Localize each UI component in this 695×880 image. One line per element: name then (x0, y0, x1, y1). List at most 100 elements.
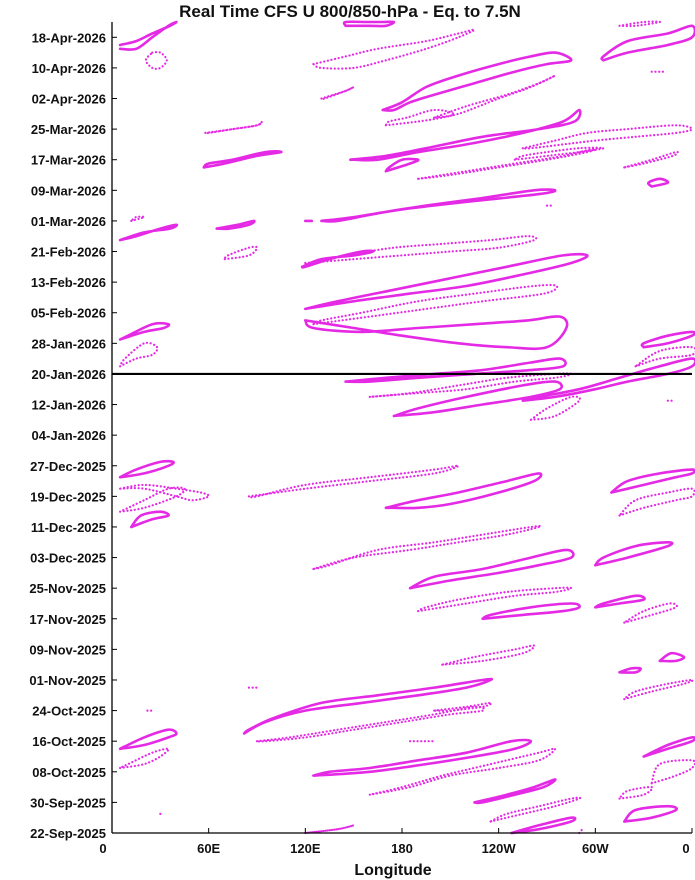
contour-negative-15 (621, 150, 679, 169)
x-axis: 0 60E 120E 180 120W 60W 0 (99, 828, 693, 856)
x-tick-label: 180 (391, 841, 413, 856)
contour-positive-0 (118, 20, 178, 51)
contour-positive-66 (118, 728, 178, 751)
contour-positive-23 (118, 223, 179, 242)
contour-negative-1 (144, 50, 168, 70)
contour-positive-68 (312, 738, 533, 777)
contour-positive-32 (118, 321, 171, 341)
contour-positive-17 (384, 157, 420, 173)
y-tick-label: 09-Nov-2025 (29, 642, 106, 657)
y-tick-label: 21-Feb-2026 (31, 245, 106, 260)
contour-positive-59 (618, 666, 642, 674)
y-tick-label: 17-Mar-2026 (31, 153, 106, 168)
contour-positive-2 (342, 20, 396, 28)
y-tick-label: 03-Dec-2025 (30, 551, 106, 566)
x-tick-label: 0 (682, 841, 689, 856)
y-tick-label: 13-Feb-2026 (31, 275, 106, 290)
contour-negative-22 (130, 215, 146, 222)
contour-positive-45 (130, 510, 170, 529)
y-tick-label: 12-Jan-2026 (32, 398, 106, 413)
contour-negative-11 (204, 120, 263, 135)
y-tick-label: 20-Jan-2026 (32, 367, 106, 382)
chart-title: Real Time CFS U 800/850-hPa - Eq. to 7.5… (179, 2, 521, 21)
contour-positive-73 (510, 816, 577, 835)
contour-negative-57 (441, 644, 536, 666)
contour-negative-7 (433, 74, 557, 119)
contour-negative-18 (417, 147, 599, 180)
contour-positive-48 (610, 468, 695, 494)
contour-negative-75 (618, 785, 654, 800)
y-axis: 18-Apr-2026 10-Apr-2026 02-Apr-2026 25-Mar-… (29, 30, 117, 841)
contour-positive-24 (215, 219, 256, 231)
contour-positive-31 (304, 315, 569, 351)
y-tick-label: 22-Sep-2025 (30, 826, 106, 841)
contour-positive-74 (623, 804, 679, 823)
contour-negative-13 (521, 124, 694, 150)
y-tick-label: 25-Mar-2026 (31, 122, 106, 137)
y-tick-label: 04-Jan-2026 (32, 428, 106, 443)
contour-negative-72 (489, 796, 582, 823)
y-tick-label: 02-Apr-2026 (32, 92, 106, 107)
y-tick-label: 27-Dec-2025 (30, 459, 106, 474)
contour-positive-35 (521, 357, 695, 402)
contour-layer (118, 20, 695, 835)
contour-positive-47 (384, 472, 543, 510)
contour-negative-69 (368, 747, 557, 796)
contour-negative-53 (417, 586, 573, 613)
x-tick-label: 0 (99, 841, 106, 856)
contour-positive-51 (408, 548, 575, 590)
contour-negative-60 (623, 678, 694, 701)
contour-negative-28 (303, 235, 538, 265)
contour-negative-30 (312, 283, 559, 326)
y-tick-label: 18-Apr-2026 (32, 30, 106, 45)
y-tick-label: 19-Dec-2025 (30, 489, 106, 504)
contour-positive-4 (381, 51, 573, 112)
plot-frame (111, 22, 692, 834)
contour-positive-34 (640, 330, 695, 349)
y-tick-label: 17-Nov-2025 (29, 612, 106, 627)
contour-negative-43 (119, 483, 211, 502)
contour-positive-39 (392, 380, 564, 418)
x-tick-label: 60W (582, 841, 609, 856)
contour-positive-52 (594, 541, 674, 567)
x-axis-label: Longitude (354, 862, 431, 879)
contour-positive-29 (304, 252, 589, 311)
contour-negative-5 (384, 108, 455, 127)
contour-negative-49 (618, 487, 695, 517)
y-tick-label: 01-Mar-2026 (31, 214, 106, 229)
contour-positive-19 (646, 177, 670, 188)
y-tick-label: 24-Oct-2025 (32, 704, 106, 719)
y-tick-label: 10-Apr-2026 (32, 61, 106, 76)
contour-negative-78 (304, 824, 355, 835)
contour-negative-9 (618, 20, 661, 28)
contour-positive-16 (202, 150, 283, 169)
contour-negative-63 (255, 705, 486, 743)
contour-negative-3 (312, 28, 476, 70)
y-tick-label: 01-Nov-2025 (29, 673, 106, 688)
contour-negative-64 (433, 701, 493, 712)
contour-positive-12 (349, 108, 582, 162)
contour-negative-77 (650, 759, 695, 785)
contour-positive-8 (600, 24, 695, 62)
y-tick-label: 28-Jan-2026 (32, 336, 106, 351)
contour-negative-44 (119, 486, 186, 513)
contour-positive-62 (242, 677, 494, 735)
contour-negative-56 (623, 602, 678, 624)
x-tick-label: 120W (482, 841, 517, 856)
y-tick-label: 05-Feb-2026 (31, 306, 106, 321)
x-tick-label: 60E (197, 841, 220, 856)
contour-negative-6 (320, 85, 355, 101)
contour-negative-26 (223, 245, 259, 261)
contour-negative-67 (119, 747, 170, 770)
x-tick-label: 120E (290, 841, 321, 856)
y-tick-label: 09-Mar-2026 (31, 183, 106, 198)
contour-negative-40 (529, 395, 581, 421)
contour-positive-37 (344, 357, 567, 384)
contour-positive-76 (642, 735, 695, 758)
contour-negative-50 (312, 524, 542, 571)
y-tick-label: 16-Oct-2025 (32, 734, 106, 749)
contour-positive-27 (300, 249, 375, 269)
contour-positive-55 (594, 594, 646, 609)
